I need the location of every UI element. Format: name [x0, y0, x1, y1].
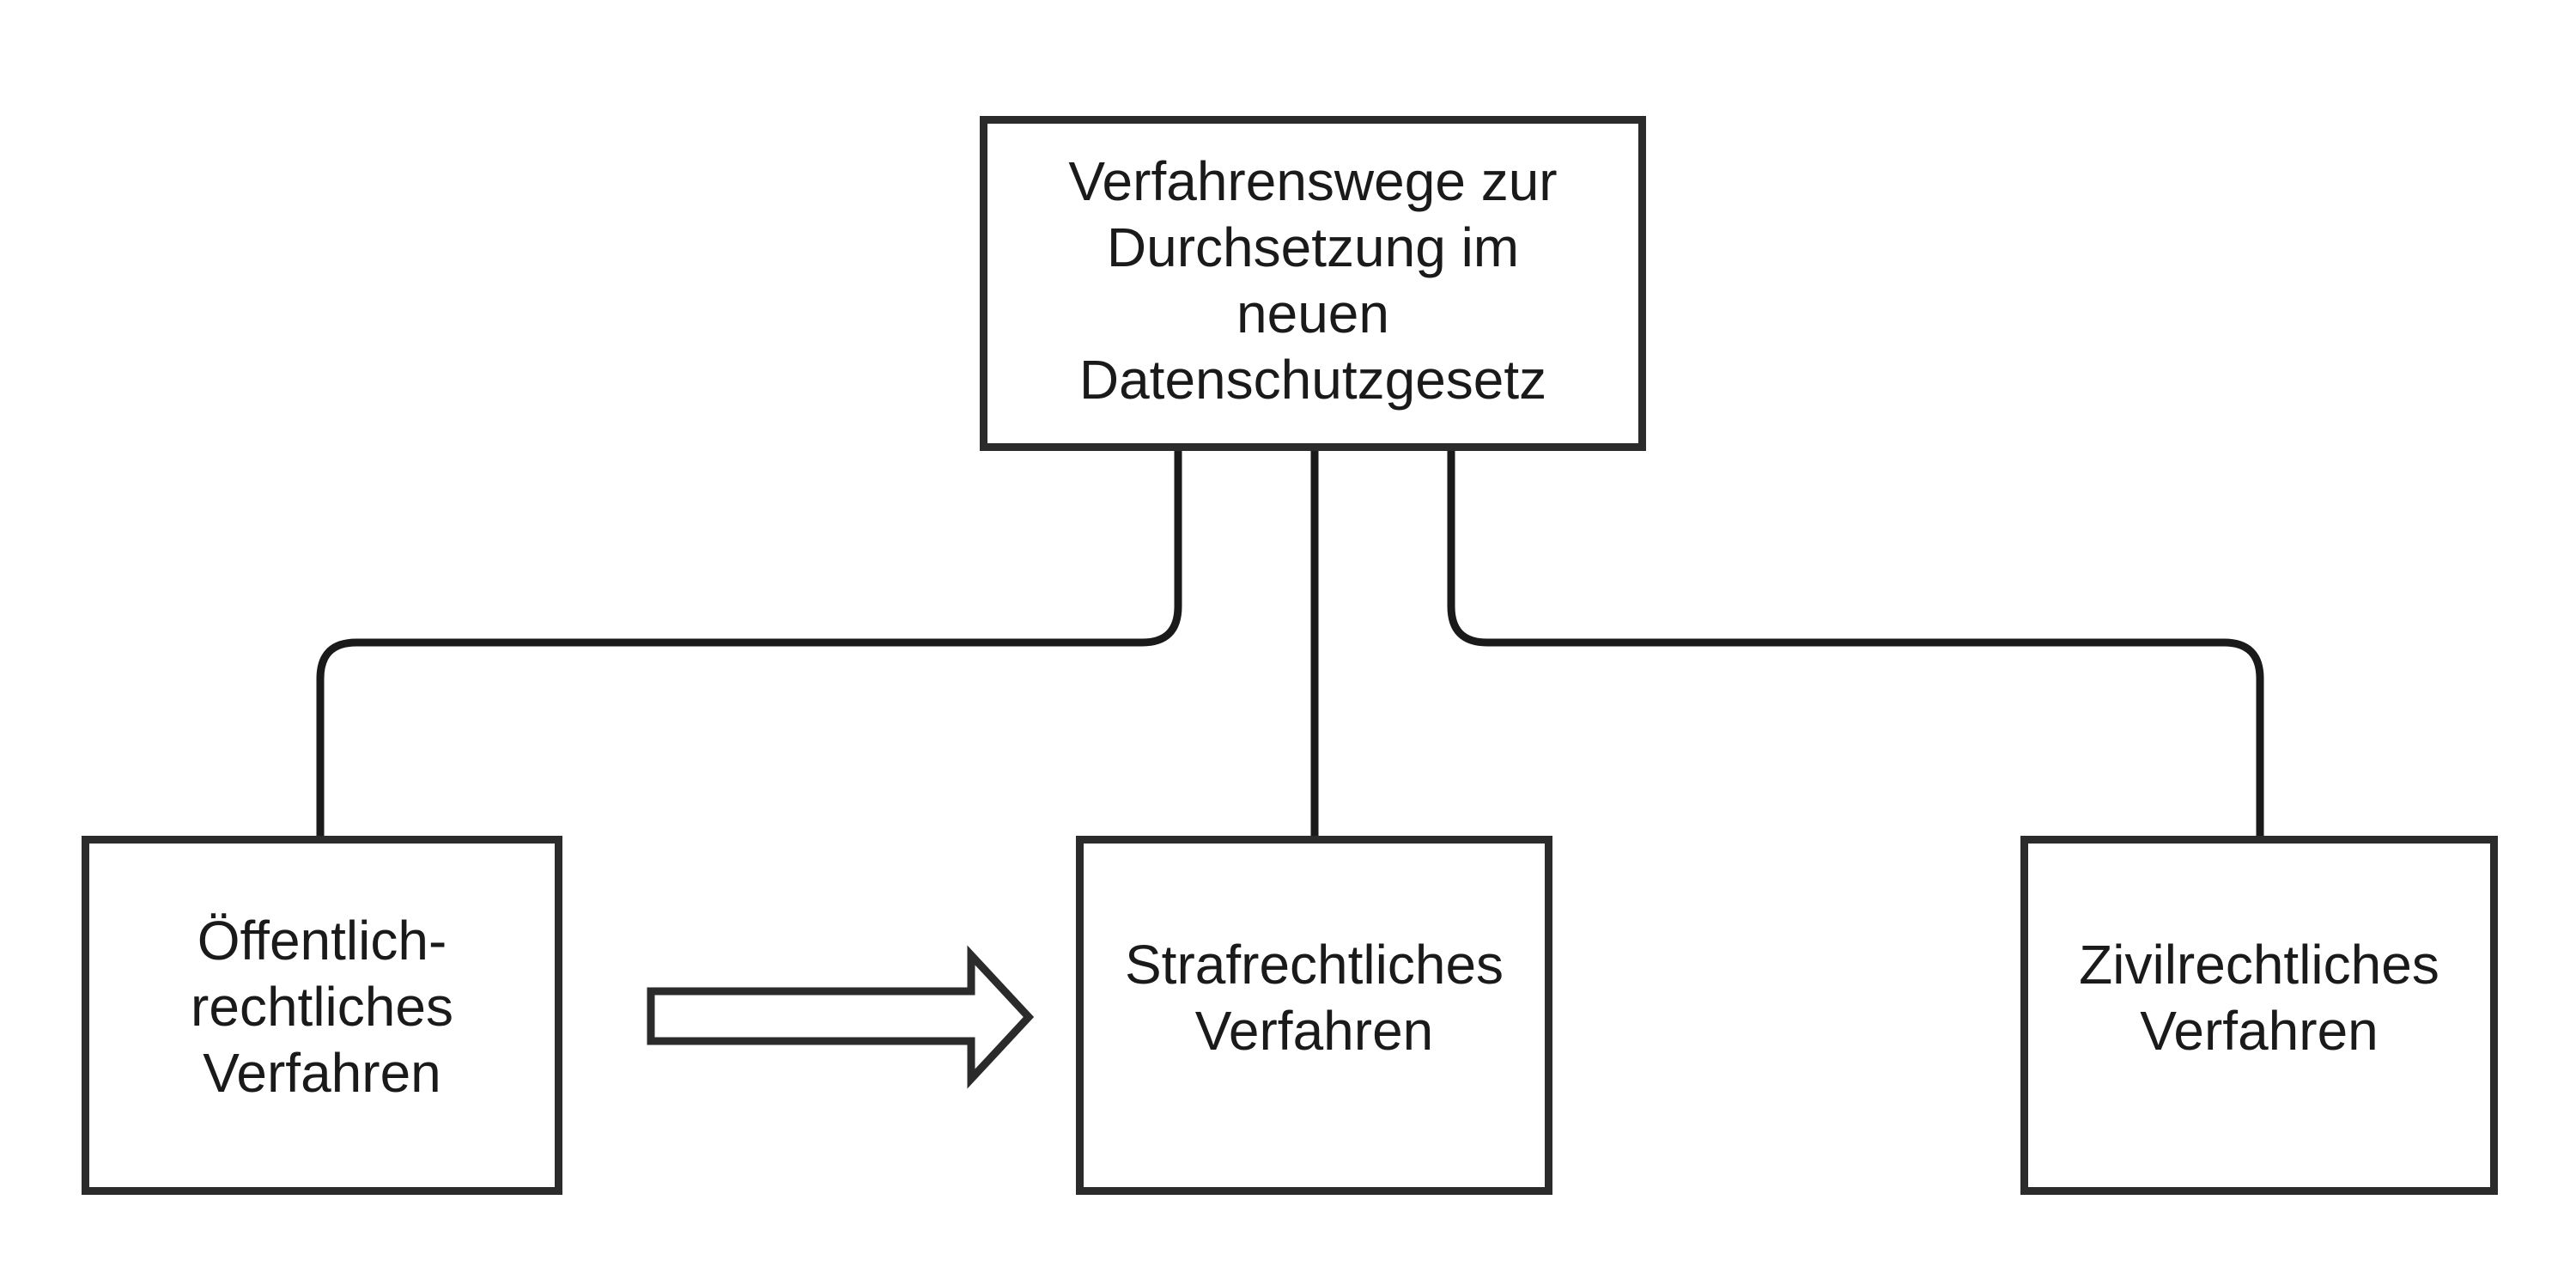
node-public-law-procedure: Öffentlich- rechtliches Verfahren: [82, 836, 562, 1195]
connector-root-to-public: [316, 451, 1182, 836]
root-node: Verfahrenswege zur Durchsetzung im neuen…: [980, 116, 1646, 451]
node-public-law-procedure-label: Öffentlich- rechtliches Verfahren: [191, 909, 453, 1104]
node-criminal-procedure-label: Strafrechtliches Verfahren: [1124, 934, 1504, 1062]
hollow-block-arrow: [647, 945, 1035, 1089]
connector-root-to-civil: [1447, 451, 2264, 836]
node-civil-procedure: Zivilrechtliches Verfahren: [2020, 836, 2498, 1195]
node-criminal-procedure: Strafrechtliches Verfahren: [1076, 836, 1552, 1195]
node-civil-procedure-label: Zivilrechtliches Verfahren: [2079, 934, 2439, 1062]
root-node-label: Verfahrenswege zur Durchsetzung im neuen…: [1068, 150, 1558, 411]
